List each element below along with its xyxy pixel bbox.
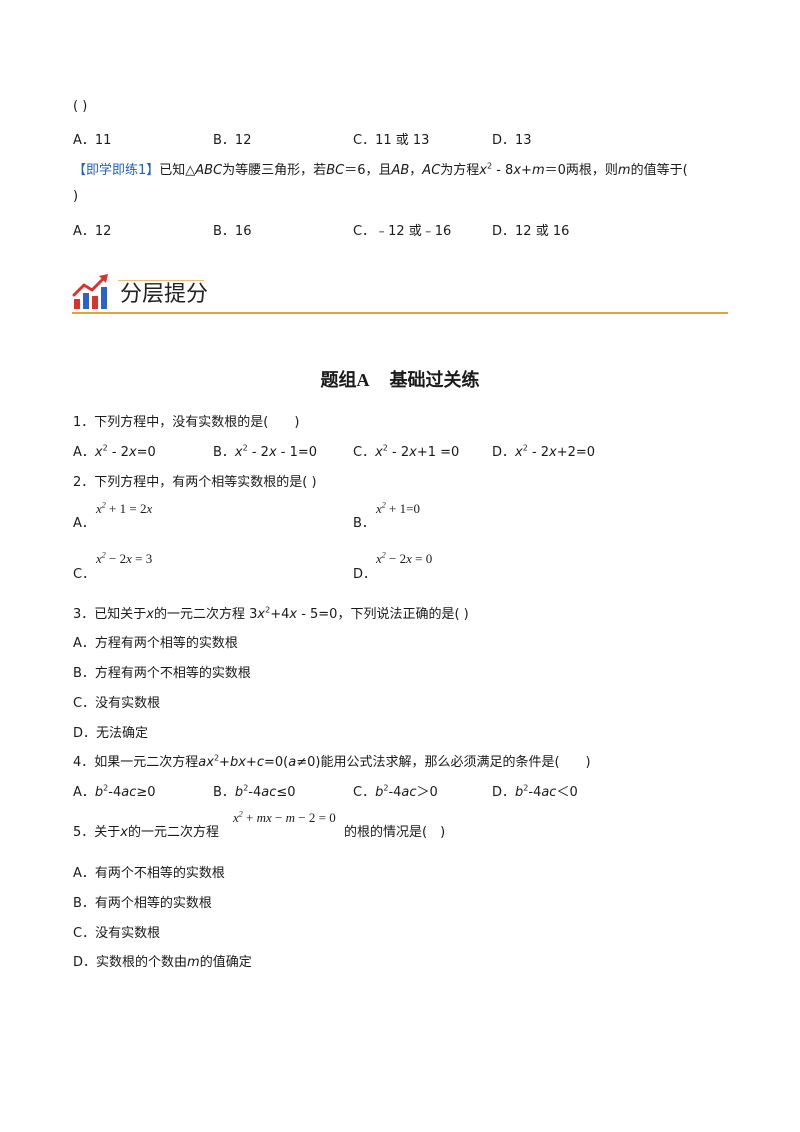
q4-option-a: A．b2-4ac≥0: [73, 783, 156, 800]
chart-growth-icon: [72, 273, 112, 311]
q5-option-d: D．实数根的个数由m的值确定: [73, 955, 252, 970]
q2-option-a-equation: x2 + 1 = 2x: [96, 500, 153, 516]
q4-option-d: D．b2-4ac＜0: [492, 783, 578, 800]
question-5-equation: x2 + mx − m − 2 = 0: [233, 809, 336, 825]
q2-option-d-label: D．: [353, 567, 377, 582]
practice-close-bracket: ): [73, 189, 79, 204]
practice-option-c: C．﹣12 或﹣16: [353, 224, 452, 239]
q2-option-c-equation: x2 − 2x = 3: [96, 550, 153, 566]
practice-option-b: B．16: [213, 224, 252, 239]
q3-option-a: A．方程有两个相等的实数根: [73, 636, 238, 651]
q5-option-a: A．有两个不相等的实数根: [73, 866, 225, 881]
section-title: 分层提分: [120, 282, 209, 307]
q2-option-c-label: C．: [73, 567, 96, 582]
q4-option-c: C．b2-4ac＞0: [353, 783, 438, 800]
question-5-stem-start: 5．关于x的一元二次方程: [73, 825, 219, 840]
q2-option-a-label: A．: [73, 516, 95, 531]
question-1: 1．下列方程中，没有实数根的是( ): [73, 415, 300, 430]
section-title-underline: [118, 280, 204, 281]
question-2: 2．下列方程中，有两个相等实数根的是( ): [73, 475, 317, 490]
section-divider: [72, 312, 728, 314]
question-bracket: ( ): [73, 99, 88, 114]
q2-option-d-equation: x2 − 2x = 0: [376, 550, 433, 566]
q1-option-d: D．x2 - 2x+2=0: [492, 443, 596, 460]
option-c: C．11 或 13: [353, 133, 430, 148]
option-d: D．13: [492, 133, 532, 148]
question-5-stem-end: 的根的情况是( ): [344, 825, 446, 840]
question-3: 3．已知关于x的一元二次方程 3x2+4x - 5=0，下列说法正确的是( ): [73, 605, 469, 622]
q2-option-b-label: B．: [353, 516, 375, 531]
practice-question: 【即学即练1】已知△ABC为等腰三角形，若BC＝6，且AB，AC为方程x2 - …: [73, 161, 688, 178]
q1-option-c: C．x2 - 2x+1 =0: [353, 443, 460, 460]
practice-option-a: A．12: [73, 224, 112, 239]
q1-option-b: B．x2 - 2x - 1=0: [213, 443, 318, 460]
question-4: 4．如果一元二次方程ax2+bx+c=0(a≠0)能用公式法求解，那么必须满足的…: [73, 753, 591, 770]
q5-option-b: B．有两个相等的实数根: [73, 896, 212, 911]
q2-option-b-equation: x2 + 1=0: [376, 500, 420, 516]
practice-tag: 【即学即练1】: [73, 163, 160, 178]
option-b: B．12: [213, 133, 252, 148]
option-a: A．11: [73, 133, 112, 148]
q3-option-d: D．无法确定: [73, 726, 149, 741]
practice-option-d: D．12 或 16: [492, 224, 570, 239]
q4-option-b: B．b2-4ac≤0: [213, 783, 296, 800]
q3-option-b: B．方程有两个不相等的实数根: [73, 666, 251, 681]
q5-option-c: C．没有实数根: [73, 926, 161, 941]
q3-option-c: C．没有实数根: [73, 696, 161, 711]
q1-option-a: A．x2 - 2x=0: [73, 443, 156, 460]
